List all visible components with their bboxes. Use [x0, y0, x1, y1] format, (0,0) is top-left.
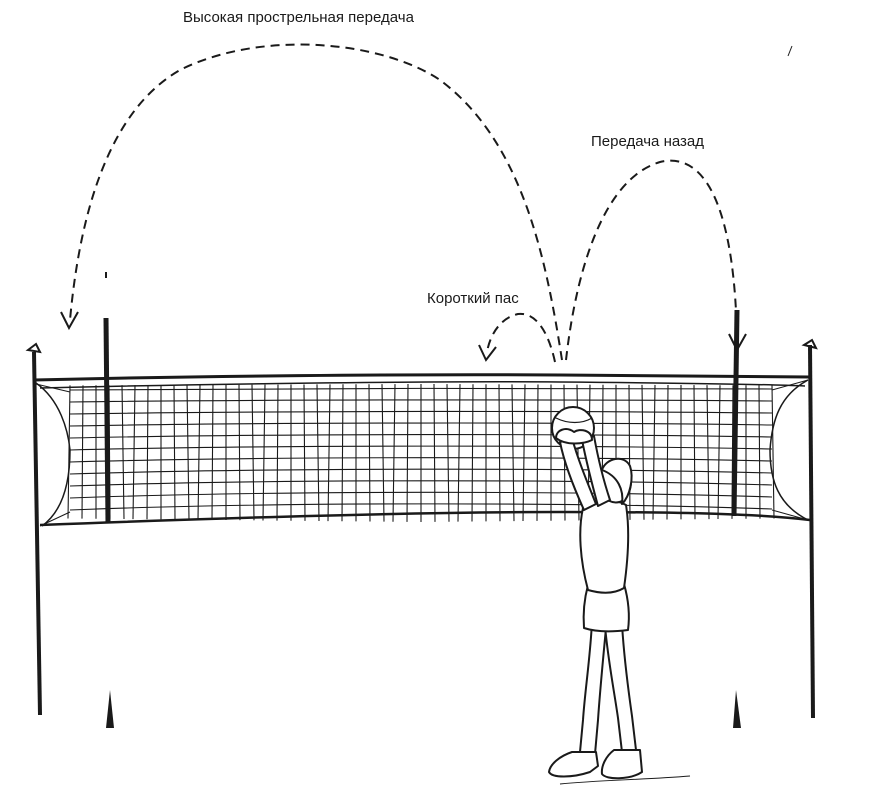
- net-mesh-vertical: [641, 384, 645, 520]
- player-shirt: [579, 499, 630, 594]
- net-mesh-vertical: [758, 385, 761, 519]
- net-mesh-vertical: [536, 384, 539, 521]
- back-pass-trajectory: [565, 159, 738, 361]
- left-post: [32, 351, 42, 716]
- net-mesh-vertical: [457, 384, 461, 522]
- net-right-guy-top: [771, 379, 809, 391]
- player-hands: [555, 428, 593, 445]
- net-mesh-horizontal: [69, 434, 773, 439]
- net-mesh-vertical: [511, 384, 515, 522]
- right-post: [808, 344, 815, 719]
- net-mesh-vertical: [251, 384, 255, 521]
- net-mesh-vertical: [238, 384, 241, 521]
- net-mesh-vertical: [717, 385, 721, 520]
- right-antenna: [731, 309, 740, 517]
- high-cross-pass-arrowhead: [60, 311, 79, 331]
- net-mesh-vertical: [666, 384, 669, 520]
- player-front-leg: [604, 623, 637, 753]
- right-post-cap: [801, 338, 818, 350]
- net-top-band: [33, 373, 811, 382]
- pass-trajectories: [69, 43, 738, 363]
- high-cross-pass-trajectory: [69, 43, 563, 361]
- net-mesh-horizontal: [69, 468, 773, 475]
- pass-arrowheads: [60, 311, 747, 362]
- net-mesh-vertical: [652, 384, 656, 520]
- net-mesh-vertical: [368, 384, 371, 522]
- net-mesh-vertical: [446, 384, 450, 522]
- net-mesh-vertical: [392, 384, 396, 522]
- net-mesh-vertical: [341, 384, 344, 522]
- net-mesh-horizontal: [69, 410, 773, 415]
- net-left-rope: [35, 382, 71, 527]
- net-mesh-vertical: [132, 385, 136, 520]
- net-mesh-vertical: [276, 384, 279, 521]
- stray-mark: [787, 45, 793, 57]
- net-mesh-vertical: [146, 385, 149, 520]
- short-pass-label: Короткий пас: [427, 290, 519, 307]
- net-mesh-vertical: [186, 384, 190, 520]
- net-mesh-horizontal: [69, 399, 773, 403]
- net-mesh-vertical: [471, 384, 474, 522]
- net-mesh-vertical: [211, 384, 214, 520]
- net-mesh-vertical: [121, 385, 125, 520]
- net-mesh-horizontal: [69, 422, 773, 427]
- net-left-guy-top: [35, 383, 71, 393]
- net-mesh-horizontal: [69, 491, 773, 499]
- left-post-cap: [25, 342, 42, 354]
- net-mesh-vertical: [262, 384, 266, 521]
- net-mesh-vertical: [327, 384, 331, 522]
- ground-shadow: [559, 775, 691, 785]
- net-mesh-horizontal: [69, 387, 773, 391]
- setter-player: [548, 406, 643, 780]
- net-mesh-horizontal: [69, 480, 773, 487]
- net-left-guy-bottom: [39, 511, 71, 527]
- player-right-shoe: [600, 749, 643, 780]
- net-top-band-lower: [39, 381, 806, 389]
- net-mesh-vertical: [316, 384, 320, 521]
- player-right-arm: [581, 435, 611, 507]
- player-hair: [601, 457, 633, 505]
- back-pass-arrowhead: [728, 333, 747, 353]
- short-pass-arrowhead: [478, 344, 497, 362]
- short-pass-trajectory: [486, 312, 556, 363]
- net-mesh-vertical: [628, 384, 631, 520]
- net-mesh-vertical: [303, 384, 306, 521]
- net-mesh-vertical: [433, 384, 436, 522]
- net-mesh-vertical: [173, 384, 176, 520]
- net-mesh-vertical: [771, 385, 775, 519]
- volleyball-seam: [555, 417, 593, 424]
- court-markers: [106, 690, 741, 728]
- left-court-marker: [106, 690, 114, 728]
- net-mesh-horizontal: [69, 445, 773, 451]
- player-shorts: [582, 583, 630, 633]
- net-mesh-vertical: [522, 384, 526, 521]
- net-mesh-vertical: [381, 384, 385, 522]
- net-mesh: [67, 384, 775, 522]
- net-mesh-vertical: [197, 384, 201, 520]
- net-mesh-vertical: [693, 385, 696, 520]
- net-right-guy-bottom: [771, 509, 809, 521]
- net-mesh-vertical: [706, 385, 710, 520]
- volleyball-net: [25, 272, 818, 719]
- player-back-leg: [579, 621, 607, 755]
- net-mesh-horizontal: [69, 457, 773, 463]
- right-court-marker: [733, 690, 741, 728]
- net-bottom-band: [39, 510, 811, 527]
- net-mesh-vertical: [406, 384, 409, 522]
- net-mesh-vertical: [67, 385, 71, 519]
- player-left-shoe: [548, 751, 599, 778]
- net-right-rope: [769, 379, 809, 521]
- back-pass-label: Передача назад: [591, 133, 704, 150]
- net-mesh-vertical: [81, 385, 84, 519]
- net-mesh-vertical: [498, 384, 501, 522]
- high-cross-pass-label: Высокая прострельная передача: [183, 9, 414, 26]
- net-mesh-horizontal: [69, 503, 773, 511]
- left-antenna: [103, 317, 111, 524]
